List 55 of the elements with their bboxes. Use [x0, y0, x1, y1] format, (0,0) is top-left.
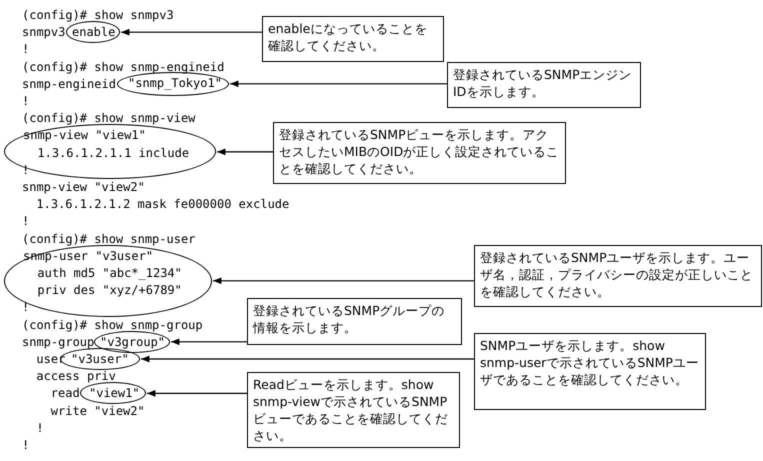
callout-box: [262, 16, 444, 62]
command-line-text: (config)# show snmp-engineid: [22, 58, 224, 75]
highlight-ellipse: [4, 124, 216, 180]
command-line-text: !: [22, 162, 30, 178]
command-line-text: (config)# show snmpv3: [22, 7, 174, 23]
command-line-text: 1.3.6.1.2.1.2 mask fe000000 exclude: [36, 196, 290, 212]
callout-box: [474, 245, 762, 307]
command-output-text: snmp-view "view1": [23, 127, 146, 144]
callout-text: 登録されているSNMPグループの情報を示します。: [253, 302, 446, 336]
command-output-text: 1.3.6.1.2.1.1 include: [37, 144, 190, 161]
command-line-text: (config)# show snmp-group: [22, 316, 203, 333]
arrow: [213, 277, 474, 284]
highlight-ellipse: [66, 21, 120, 44]
callout-box: [273, 122, 566, 184]
command-output-text: "view1": [89, 385, 140, 402]
command-line-text: (config)# show snmp-view: [22, 110, 196, 126]
callout-box: [247, 298, 462, 345]
command-line-text: access priv: [36, 368, 116, 384]
callout-text: 登録されているSNMPビューを示します。アクセスしたいMIBのOIDが正しく設定されていることを確認してください。: [279, 126, 560, 177]
command-output-text: auth md5 "abc*_1234": [37, 264, 182, 281]
highlight-ellipse: [4, 244, 212, 317]
highlight-ellipse: [80, 382, 146, 404]
callout-text: Readビューを示します。show snmp-viewで示されているSNMPビューであることを確認してください。: [253, 376, 449, 444]
command-line-text: (config)# show snmp-user: [22, 230, 196, 247]
command-output-text: enable: [72, 24, 116, 40]
arrow: [147, 390, 247, 397]
command-line-text: snmpv3: [22, 24, 66, 40]
callout-box: [447, 62, 641, 108]
command-line-text: !: [22, 93, 30, 109]
callout-text: 登録されているSNMPエンジンIDを示します。: [453, 66, 633, 100]
arrow: [230, 80, 447, 88]
arrow: [217, 148, 273, 156]
command-output-text: "snmp_Tokyo1": [128, 74, 222, 91]
arrow: [141, 356, 474, 362]
command-line-text: !: [36, 420, 44, 436]
command-output-text: "v3group": [100, 334, 166, 350]
highlight-ellipse: [94, 330, 170, 353]
command-output-text: "v3user": [71, 351, 129, 367]
command-line-text: !: [22, 299, 30, 316]
command-line-text: !: [22, 437, 30, 453]
command-line-text: snmp-group: [22, 334, 94, 350]
arrow: [121, 28, 262, 36]
callout-box: [474, 333, 706, 410]
command-line-text: read: [50, 385, 80, 402]
command-output-text: priv des "xyz/+6789": [37, 282, 182, 298]
callout-text: enableになっていることを確認してください。: [268, 20, 428, 54]
callout-box: [247, 372, 460, 448]
command-line-text: !: [22, 41, 30, 58]
callout-text: 登録されているSNMPユーザを示します。ユーザ名，認証，プライバシーの設定が正しいことを確認してください。: [480, 249, 754, 300]
callout-text: SNMPユーザを示します。show snmp-userで示されているSNMPユーザであることを確認してください。: [480, 337, 700, 388]
command-line-text: snmp-view "view2": [22, 179, 145, 195]
arrow: [171, 338, 247, 346]
command-line-text: !: [22, 213, 30, 230]
command-line-text: snmp-engineid: [22, 76, 116, 92]
command-line-text: write "view2": [50, 402, 145, 419]
